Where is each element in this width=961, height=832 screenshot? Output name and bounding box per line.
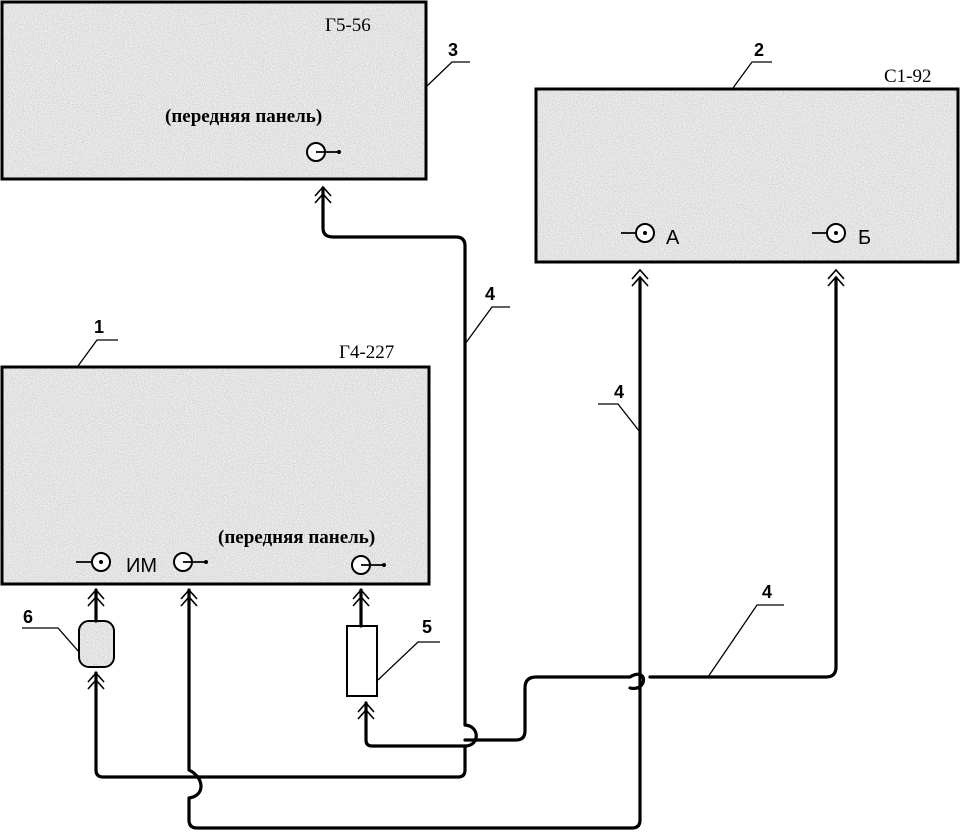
chevron-up-icon (87, 671, 105, 690)
device-g5-56-front-panel-label: (передняя панель) (165, 106, 322, 127)
device-c1-92: С1-92 2 А Б (534, 40, 960, 264)
chevron-up-icon (180, 588, 198, 607)
input-a-connector-icon (621, 223, 655, 243)
cable-g4-to-c1-a (187, 276, 642, 830)
input-b-connector-icon (812, 223, 846, 243)
device-g5-56-number: 3 (448, 40, 458, 60)
cable-g5-to-attenuator (321, 186, 478, 748)
chevron-up-icon (631, 268, 649, 287)
input-b-label: Б (858, 227, 871, 249)
device-g4-227: Г4-227 1 (передняя панель) ИМ (0, 317, 431, 586)
device-g4-227-panel (0, 365, 431, 586)
output-1-connector-icon (173, 552, 208, 572)
cable-c1a-number: 4 (614, 382, 624, 402)
attenuator-body (346, 625, 378, 697)
device-g4-227-number-leader (77, 339, 118, 367)
connector-chevrons (87, 185, 845, 720)
cable-c1b-number-leader (707, 604, 784, 678)
im-port-label: ИМ (126, 555, 157, 577)
device-g4-227-front-panel-label: (передняя панель) (218, 527, 375, 548)
cable-attenuator-to-c1-b (463, 276, 838, 742)
chevron-up-icon (827, 268, 845, 287)
attenuator-number-leader (377, 641, 440, 681)
device-c1-92-number: 2 (754, 40, 764, 60)
cable-labels: 4 4 4 (464, 284, 784, 678)
detector-part-6: 6 (22, 607, 115, 668)
device-g5-56-number-leader (426, 61, 470, 87)
chevron-up-icon (87, 588, 105, 607)
device-g4-227-number: 1 (94, 317, 104, 337)
device-c1-92-name: С1-92 (884, 66, 932, 87)
input-a-label: А (666, 227, 680, 249)
cable-c1a-number-leader (598, 403, 641, 433)
cable-g5-number-leader (464, 306, 510, 345)
attenuator-part-5: 5 (346, 617, 440, 697)
detector-number: 6 (23, 607, 33, 627)
detector-body (78, 620, 115, 668)
chevron-up-icon (314, 185, 332, 204)
detector-number-leader (22, 627, 80, 653)
device-g5-56-name: Г5-56 (325, 15, 371, 36)
chevron-up-icon (357, 701, 375, 720)
output-2-connector-icon (351, 555, 386, 575)
output-connector-icon (306, 142, 341, 162)
chevron-up-icon (352, 588, 370, 607)
device-g5-56: Г5-56 (передняя панель) 3 (0, 0, 470, 181)
device-g4-227-name: Г4-227 (339, 342, 394, 363)
attenuator-number: 5 (422, 617, 432, 637)
im-connector-icon (76, 552, 111, 572)
cables (94, 186, 838, 830)
device-c1-92-number-leader (732, 61, 772, 89)
cable-g5-number: 4 (485, 284, 495, 304)
cable-detector-to-bus (94, 671, 467, 779)
device-g5-56-panel (0, 0, 428, 181)
device-c1-92-panel (534, 87, 960, 264)
cable-c1b-number: 4 (762, 582, 772, 602)
